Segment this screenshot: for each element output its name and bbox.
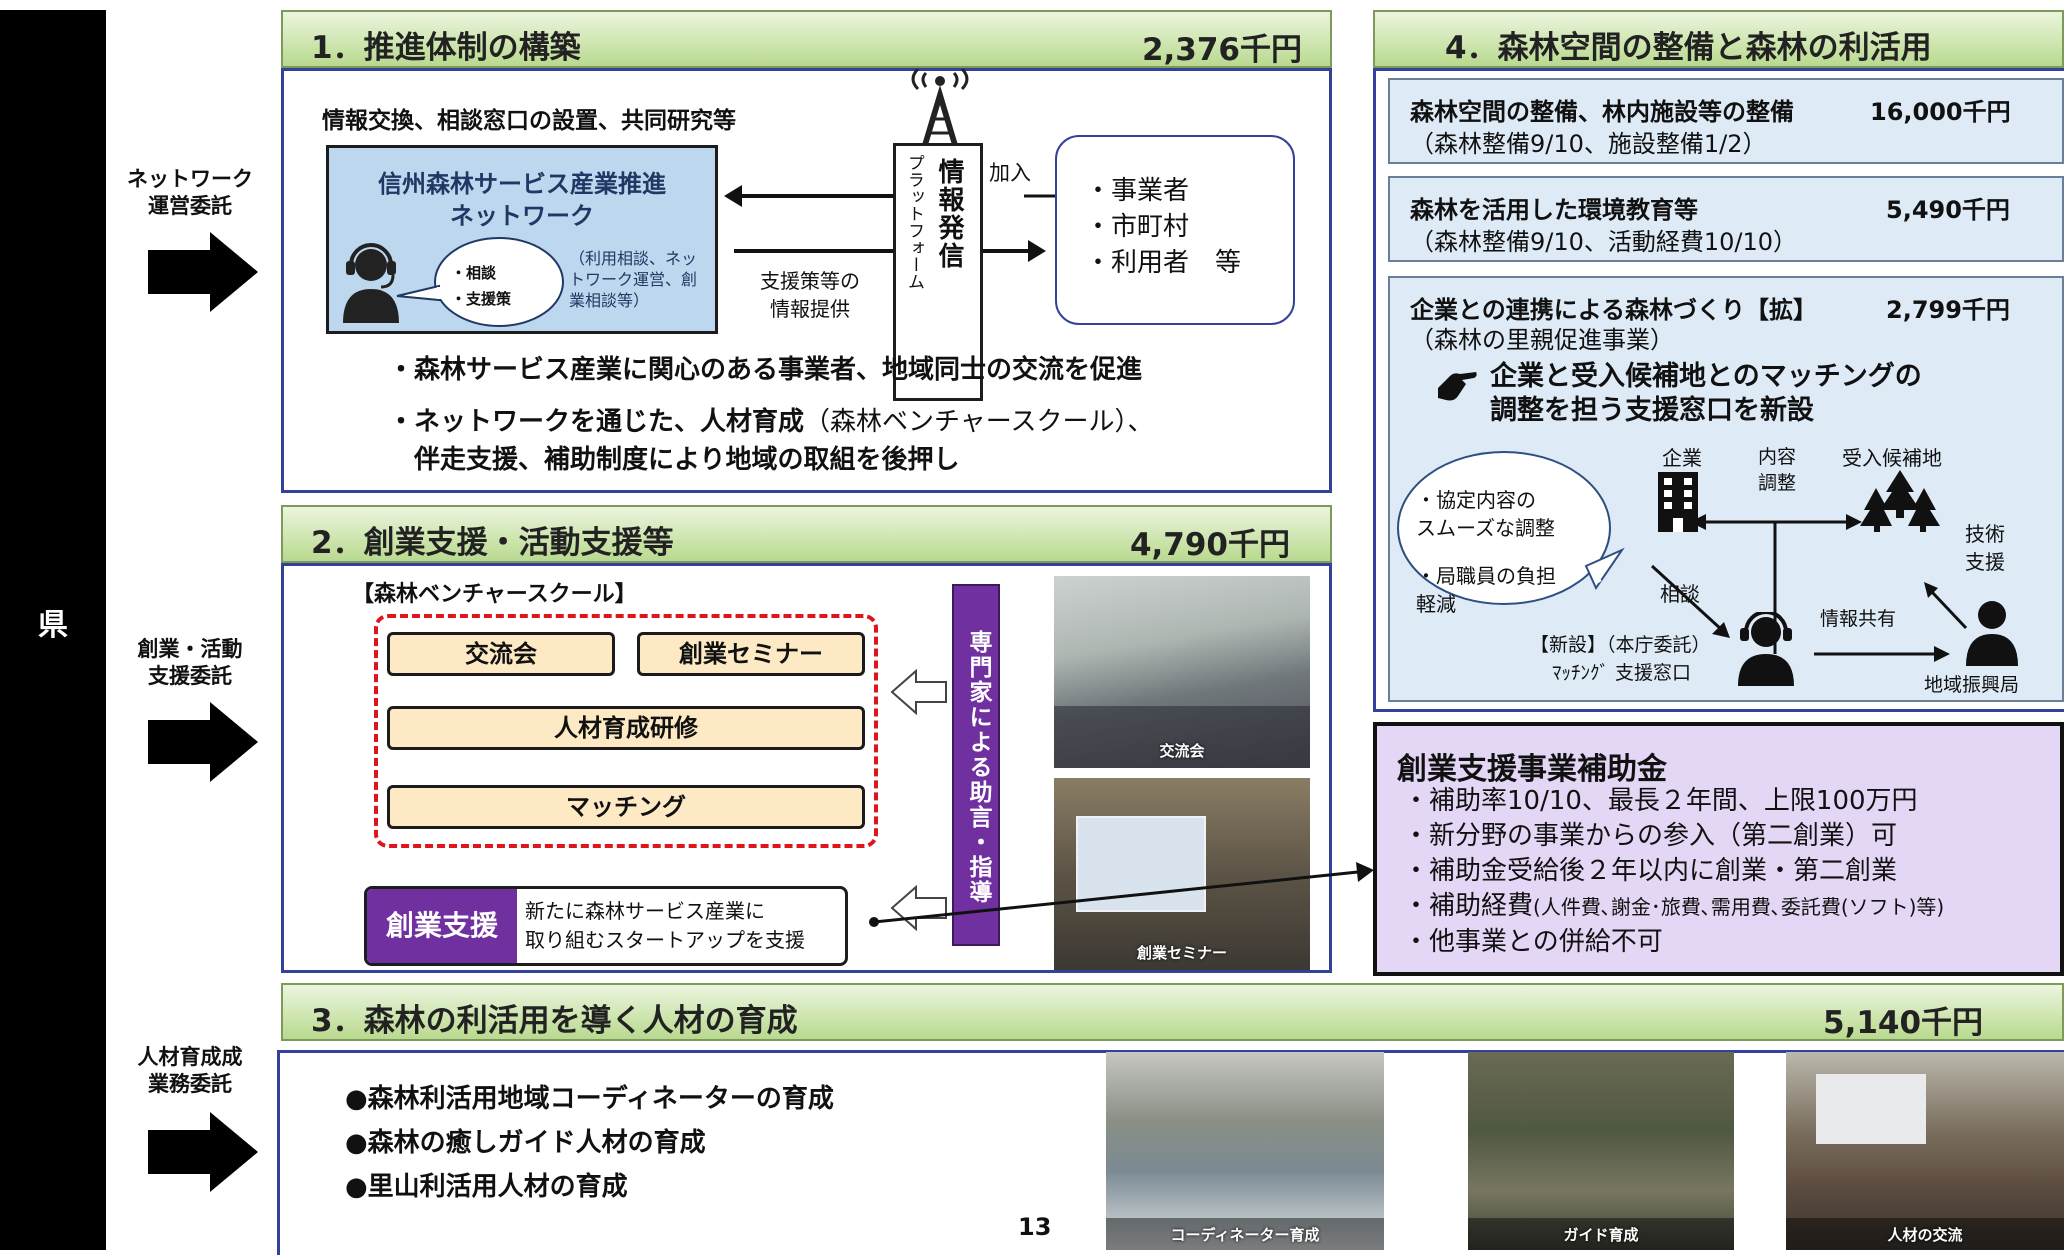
right-arrow-icon bbox=[148, 702, 258, 782]
headset-person-icon bbox=[1738, 612, 1794, 686]
forest-space-box: 森林空間の整備、林内施設等の整備 16,000千円 （森林整備9/10、施設整備… bbox=[1388, 78, 2064, 164]
content-adjust-label: 内容 調整 bbox=[1757, 446, 1796, 494]
section3-header: 3．森林の利活用を導く人材の育成 5,140千円 bbox=[281, 983, 2064, 1041]
exchange-meeting-photo: 交流会 bbox=[1054, 576, 1310, 768]
info-broadcast-label: 情報発信 bbox=[934, 158, 964, 270]
members-list: ・事業者 ・市町村 ・利用者 等 bbox=[1085, 176, 1242, 278]
subsidy-lines: ・補助率10/10、最長２年間、上限100万円 ・新分野の事業からの参入（第二創… bbox=[1403, 786, 1945, 957]
startup-seminar-item: 創業セミナー bbox=[637, 632, 865, 676]
startup-commission-label: 創業・活動 支援委託 bbox=[137, 637, 243, 688]
startup-seminar-photo: 創業セミナー bbox=[1054, 778, 1310, 970]
regional-office-label: 地域振興局 bbox=[1924, 674, 2020, 696]
info-share-label: 情報共有 bbox=[1820, 608, 1897, 630]
s3-bullets: ●森林利活用地域コーディネーターの育成 ●森林の癒しガイド人材の育成 ●里山利活… bbox=[345, 1084, 834, 1202]
venture-school-box bbox=[374, 614, 878, 848]
photo-caption: コーディネーター育成 bbox=[1170, 1226, 1320, 1244]
section3-title: 3．森林の利活用を導く人材の育成 bbox=[311, 1003, 798, 1039]
info-platform-box: プラットフォーム 情報発信 bbox=[893, 143, 983, 401]
company-label: 企業 bbox=[1662, 446, 1702, 470]
section2-amount: 4,790千円 bbox=[1129, 527, 1290, 563]
network-commission-label: ネットワーク 運営委託 bbox=[127, 167, 253, 218]
candidate-site-label: 受入候補地 bbox=[1842, 446, 1942, 470]
join-label: 加入 bbox=[989, 161, 1031, 185]
hr-exchange-photo: 人材の交流 bbox=[1786, 1052, 2064, 1250]
section1-title: 1．推進体制の構築 bbox=[311, 30, 581, 66]
corporate-partnership-box: 企業との連携による森林づくり【拡】 2,799千円 （森林の里親促進事業） 企業… bbox=[1388, 276, 2064, 702]
environmental-education-box: 森林を活用した環境教育等 5,490千円 （森林整備9/10、活動経費10/10… bbox=[1388, 176, 2064, 262]
photo-caption: 交流会 bbox=[1159, 742, 1205, 760]
headset-person-icon bbox=[343, 243, 399, 323]
s1-bullet-support: 伴走支援、補助制度により地域の取組を後押し bbox=[414, 445, 960, 475]
expert-advice-label: 専門家による助言・指導 bbox=[965, 630, 991, 905]
person-icon bbox=[1966, 601, 2018, 666]
prefecture-label: 県 bbox=[38, 608, 68, 643]
photo-caption: 創業セミナー bbox=[1136, 944, 1227, 962]
bubble-text: ・相談 ・支援策 bbox=[451, 264, 512, 308]
matching-window-highlight: 企業と受入候補地とのマッチングの 調整を担う支援窓口を新設 bbox=[1490, 361, 1922, 426]
consult-speech-bubble bbox=[396, 237, 564, 327]
section2-title: 2．創業支援・活動支援等 bbox=[311, 525, 674, 561]
section1-subtitle: 情報交換、相談窓口の設置、共同研究等 bbox=[322, 108, 736, 134]
building-icon bbox=[1658, 472, 1698, 532]
page-number: 13 bbox=[1018, 1213, 1052, 1241]
new-window-label: 【新設】（本庁委託） bbox=[1530, 634, 1711, 656]
bubble-benefits: ・協定内容の スムーズな調整 ・局職員の負担 軽減 bbox=[1416, 488, 1556, 616]
guide-training-photo: ガイド育成 bbox=[1468, 1052, 1734, 1250]
startup-support-label: 創業支援 bbox=[367, 889, 517, 963]
s1-bullet-exchange: ・森林サービス産業に関心のある事業者、地域同士の交流を促進 bbox=[388, 355, 1143, 385]
section3-amount: 5,140千円 bbox=[1823, 1005, 1984, 1041]
consult-label: 相談 bbox=[1660, 582, 1700, 606]
section2-panel: 【森林ベンチャースクール】 交流会 創業セミナー 人材育成研修 マッチング 創業… bbox=[281, 563, 1332, 973]
right-arrow-icon bbox=[148, 1112, 258, 1192]
startup-support-box: 創業支援 新たに森林サービス産業に 取り組むスタートアップを支援 bbox=[364, 886, 848, 966]
network-note: （利用相談、ネッ トワーク運営、創 業相談等） bbox=[569, 249, 698, 310]
venture-school-label: 【森林ベンチャースクール】 bbox=[352, 582, 637, 607]
section4-title: 4．森林空間の整備と森林の利活用 bbox=[1445, 30, 1932, 66]
left-bar bbox=[0, 10, 106, 1250]
section1-panel: 情報交換、相談窓口の設置、共同研究等 信州森林サービス産業推進 ネットワーク ・… bbox=[281, 68, 1332, 493]
section1-header: 1．推進体制の構築 2,376千円 bbox=[281, 10, 1332, 68]
photo-caption: 人材の交流 bbox=[1887, 1226, 1963, 1244]
hr-training-item: 人材育成研修 bbox=[387, 706, 865, 750]
network-box: 信州森林サービス産業推進 ネットワーク ・相談 ・支援策 （利用相談、ネッ トワ… bbox=[326, 145, 718, 334]
support-info-label: 支援策等の 情報提供 bbox=[760, 269, 860, 321]
pointing-hand-icon bbox=[1438, 372, 1477, 401]
right-arrow-icon bbox=[148, 232, 258, 312]
startup-support-desc: 新たに森林サービス産業に 取り組むスタートアップを支援 bbox=[525, 899, 805, 952]
subsidy-connector-arrow bbox=[869, 862, 1374, 927]
matching-window-label: ﾏｯﾁﾝｸﾞ 支援窓口 bbox=[1552, 662, 1692, 684]
tech-support-label: 技術 支援 bbox=[1965, 522, 2005, 574]
section1-amount: 2,376千円 bbox=[1141, 32, 1302, 68]
network-name: 信州森林サービス産業推進 ネットワーク bbox=[378, 170, 666, 230]
trees-icon bbox=[1860, 470, 1940, 532]
exchange-meeting-item: 交流会 bbox=[387, 632, 615, 676]
section4-header: 4．森林空間の整備と森林の利活用 bbox=[1373, 10, 2064, 68]
section2-header: 2．創業支援・活動支援等 4,790千円 bbox=[281, 505, 1332, 563]
expert-advice-bar: 専門家による助言・指導 bbox=[952, 584, 1000, 946]
photo-caption: ガイド育成 bbox=[1563, 1226, 1639, 1244]
matching-item: マッチング bbox=[387, 785, 865, 829]
s1-bullet-training: ・ネットワークを通じた、人材育成（森林ベンチャースクール）、 bbox=[388, 407, 1154, 437]
subsidy-title: 創業支援事業補助金 bbox=[1397, 752, 1667, 787]
antenna-tower-icon bbox=[911, 69, 969, 145]
startup-subsidy-box: 創業支援事業補助金 ・補助率10/10、最長２年間、上限100万円 ・新分野の事… bbox=[1373, 722, 2064, 976]
platform-label: プラットフォーム bbox=[904, 154, 924, 290]
members-box: ・事業者 ・市町村 ・利用者 等 bbox=[1055, 135, 1295, 325]
hollow-left-arrow-icon bbox=[890, 668, 947, 716]
training-commission-label: 人材育成成 業務委託 bbox=[137, 1045, 243, 1096]
coordinator-training-photo: コーディネーター育成 bbox=[1106, 1052, 1384, 1250]
